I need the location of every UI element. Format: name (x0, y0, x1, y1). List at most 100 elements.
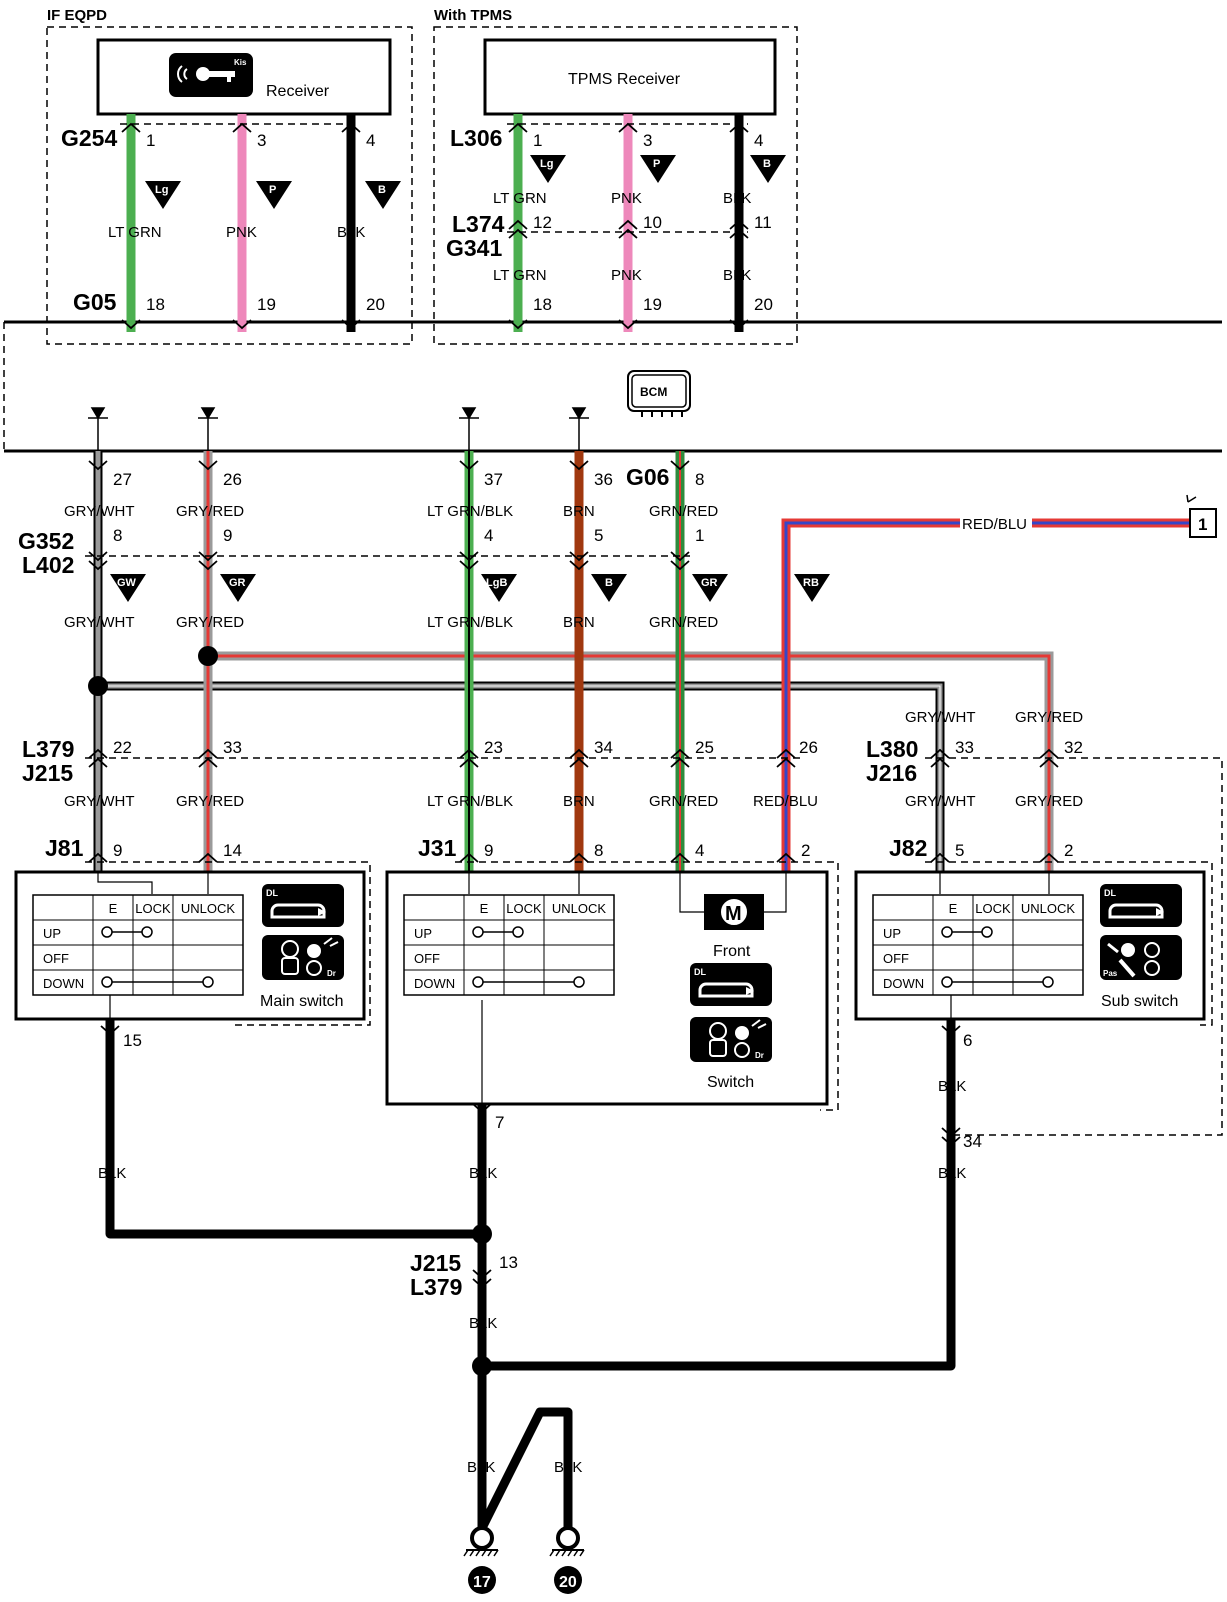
svg-text:DL: DL (694, 967, 706, 977)
pin: 19 (257, 295, 276, 314)
splice-dot (472, 1356, 492, 1376)
svg-text:B: B (605, 577, 613, 589)
wire-label: BLK (554, 1459, 582, 1476)
pin: 20 (366, 295, 385, 314)
driver-seat-icon: Dr (262, 935, 344, 980)
wire-label: BLK (723, 267, 751, 284)
pin: 25 (695, 738, 714, 757)
pin: 2 (1064, 841, 1073, 860)
connector-j215: J215 (22, 760, 73, 786)
wire-label: BLK (337, 224, 365, 241)
wire-gry-wht (93, 451, 945, 872)
wire-label: GRY/RED (176, 503, 244, 520)
wire-label: GRY/WHT (64, 614, 135, 631)
wire-label: GRY/RED (176, 614, 244, 631)
pin: 3 (643, 131, 652, 150)
color-code-tags-middle: GW GR LgB B GR RB (110, 574, 830, 602)
connector-g06: G06 (626, 464, 669, 490)
pin: 1 (695, 526, 704, 545)
pin: 4 (484, 526, 493, 545)
keyless-icon: Kis (169, 53, 253, 97)
pin: 8 (594, 841, 603, 860)
table-header-cell: LOCK (135, 901, 171, 916)
splice-dot (472, 1224, 492, 1244)
middle-connector-chevrons (88, 460, 1059, 863)
red-blu-label-bg (960, 513, 1032, 533)
wire-label: PNK (611, 267, 642, 284)
pin: 23 (484, 738, 503, 757)
pin: 1 (533, 131, 542, 150)
table-header-cell: E (949, 901, 958, 916)
svg-text:B: B (763, 158, 771, 170)
l380-connector-line (925, 757, 1223, 1136)
table-header-cell: UNLOCK (1021, 901, 1076, 916)
switch-contact (1042, 976, 1054, 988)
pin: 18 (533, 295, 552, 314)
wire-label: BLK (467, 1459, 495, 1476)
ground-symbol: 17 (463, 1526, 499, 1594)
switch-contact (472, 976, 484, 988)
svg-text:GW: GW (117, 577, 137, 589)
wire-label: BRN (563, 614, 595, 631)
pin: 27 (113, 470, 132, 489)
wire-label: PNK (611, 190, 642, 207)
pin: 7 (495, 1113, 504, 1132)
pin: 5 (594, 526, 603, 545)
bcm-module (3, 320, 1222, 453)
door-lock-icon: DL (1100, 884, 1182, 927)
svg-text:P: P (269, 184, 276, 196)
connector-l379: L379 (22, 736, 74, 762)
svg-text:Lg: Lg (155, 184, 168, 196)
svg-text:P: P (653, 158, 660, 170)
svg-text:DL: DL (1104, 888, 1116, 898)
pin: 4 (754, 131, 763, 150)
pin: 34 (963, 1132, 982, 1151)
svg-text:Dr: Dr (755, 1051, 764, 1060)
table-row-label: DOWN (414, 976, 455, 991)
wire-label: LT GRN/BLK (427, 793, 513, 810)
wire-label: GRY/WHT (905, 793, 976, 810)
pin: 37 (484, 470, 503, 489)
svg-text:M: M (725, 903, 742, 925)
eqpd-section-label: IF EQPD (47, 7, 107, 24)
driver-seat-icon: Dr (690, 1017, 772, 1062)
connector-l402: L402 (22, 552, 74, 578)
pin: 4 (366, 131, 375, 150)
connector-j81: J81 (45, 835, 84, 861)
wire-label: RED/BLU (753, 793, 818, 810)
main-switch-label: Main switch (260, 993, 344, 1010)
table-row-label: UP (883, 926, 901, 941)
receiver-wires (126, 114, 356, 332)
ground-20-label: 20 (559, 1574, 577, 1591)
eqpd-section-box (46, 26, 413, 345)
pin: 12 (533, 213, 552, 232)
front-label: Front (713, 943, 751, 960)
motor-icon: M (704, 894, 764, 930)
svg-text:GR: GR (229, 577, 246, 589)
pin: 9 (484, 841, 493, 860)
j82-dashed-outline (925, 861, 1213, 1026)
lower-connector-chevrons (100, 1025, 961, 1289)
pin: 9 (113, 841, 122, 860)
j81-dashed-outline (85, 861, 371, 1026)
wire-label: RED/BLU (962, 516, 1027, 533)
wire-label: BLK (469, 1165, 497, 1182)
table-row-label: DOWN (883, 976, 924, 991)
pin: 10 (643, 213, 662, 232)
svg-text:Lg: Lg (540, 158, 553, 170)
pin: 33 (223, 738, 242, 757)
table-row-label: OFF (414, 951, 440, 966)
wire-label: GRY/RED (176, 793, 244, 810)
wire-label: GRY/RED (1015, 709, 1083, 726)
pin: 8 (695, 470, 704, 489)
pin: 26 (799, 738, 818, 757)
tpms-receiver-label: TPMS Receiver (568, 71, 681, 88)
svg-text:B: B (378, 184, 386, 196)
switch-contact (202, 976, 214, 988)
door-lock-icon: DL (262, 884, 344, 927)
wire-label: BRN (563, 793, 595, 810)
switch-contact (573, 976, 585, 988)
table-header-cell: LOCK (975, 901, 1011, 916)
svg-text:LgB: LgB (486, 577, 507, 589)
